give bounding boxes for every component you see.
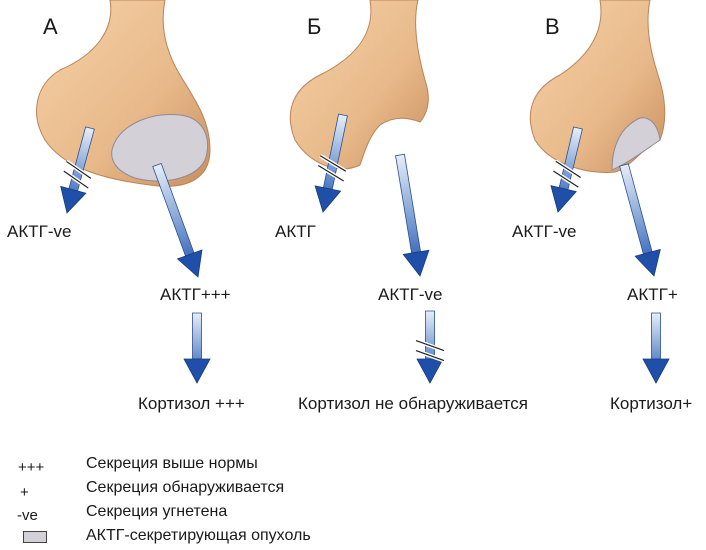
arrow-a-cortisol bbox=[184, 313, 210, 383]
cortisol-label-c: Кортизол+ bbox=[610, 394, 692, 414]
cortisol-label-a: Кортизол +++ bbox=[138, 394, 245, 414]
arrow-c-tumor bbox=[620, 164, 661, 276]
legend-symbol-suppressed: -ve bbox=[17, 507, 38, 524]
gland-a bbox=[37, 0, 210, 186]
legend-text-tumor: АКТГ-секретирующая опухоль bbox=[86, 527, 311, 545]
panel-letter-a: А bbox=[43, 14, 58, 40]
panel-letter-c: В bbox=[545, 14, 560, 40]
cortisol-label-b: Кортизол не обнаруживается bbox=[298, 394, 528, 414]
legend-text-suppressed: Секреция угнетена bbox=[86, 503, 227, 521]
legend-tumor-swatch bbox=[23, 531, 47, 543]
acth-tumor-label-b: АКТГ-ve bbox=[378, 285, 442, 305]
acth-label-b: АКТГ bbox=[275, 222, 316, 242]
arrow-c-cortisol bbox=[643, 313, 669, 383]
acth-suppressed-label-c: АКТГ-ve bbox=[512, 222, 576, 242]
legend-symbol-high: +++ bbox=[18, 459, 44, 476]
panel-letter-b: Б bbox=[307, 14, 321, 40]
arrow-b-tumor bbox=[396, 154, 429, 276]
legend-text-high: Секреция выше нормы bbox=[86, 455, 258, 473]
arrow-b-cortisol bbox=[416, 311, 444, 383]
acth-tumor-label-c: АКТГ+ bbox=[627, 285, 678, 305]
legend-symbol-detected: + bbox=[20, 484, 29, 501]
acth-tumor-label-a: АКТГ+++ bbox=[160, 285, 231, 305]
legend-text-detected: Секреция обнаруживается bbox=[86, 479, 284, 497]
acth-suppressed-label-a: АКТГ-ve bbox=[7, 222, 71, 242]
